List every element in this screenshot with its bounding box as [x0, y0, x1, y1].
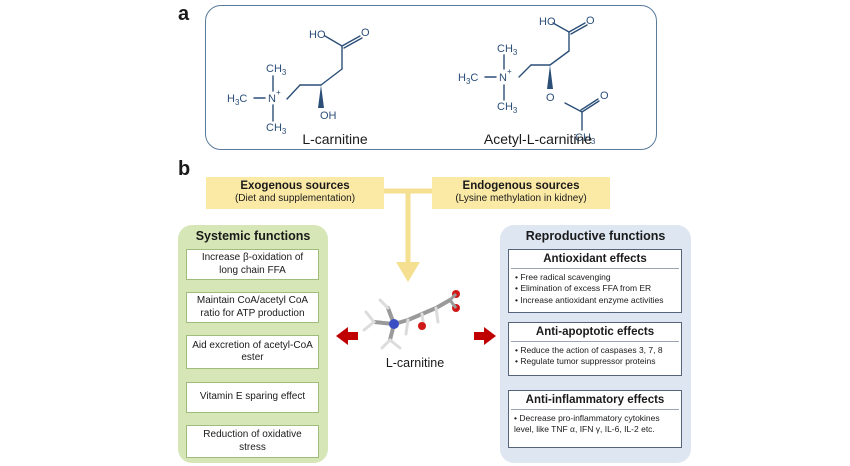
atom-ch3-top-1: CH3	[266, 63, 287, 77]
source-down-arrowhead	[396, 262, 420, 282]
atom-ch3-bottom-2: CH3	[497, 101, 518, 115]
antioxidant-title: Antioxidant effects	[543, 253, 647, 265]
right-red-arrow	[474, 327, 496, 345]
endogenous-subtitle: (Lysine methylation in kidney)	[455, 193, 587, 204]
atom-oh-1: OH	[320, 110, 337, 122]
antiinflammatory-text: • Decrease pro-inflammatory cytokines le…	[514, 413, 660, 435]
antioxidant-item: Free radical scavenging	[515, 272, 677, 283]
systemic-title: Systemic functions	[195, 229, 311, 243]
systemic-item-3: Aid excretion of acetyl-CoA ester	[186, 335, 319, 369]
atom-ho-1: HO	[309, 29, 326, 41]
panel-a-letter: a	[178, 3, 190, 25]
antiapoptotic-item: Reduce the action of caspases 3, 7, 8	[515, 345, 677, 356]
antiinflammatory-box: Anti-inflammatory effects • Decrease pro…	[508, 390, 682, 448]
endogenous-sources-box: Endogenous sources (Lysine methylation i…	[432, 177, 610, 209]
center-l-carnitine-label: L-carnitine	[385, 356, 445, 370]
exogenous-title: Exogenous sources	[240, 180, 350, 192]
reproductive-title: Reproductive functions	[525, 229, 666, 243]
atom-ho-2: HO	[539, 16, 556, 28]
endogenous-title: Endogenous sources	[462, 180, 580, 192]
atom-plus-1: +	[276, 88, 281, 97]
antiapoptotic-title: Anti-apoptotic effects	[535, 326, 655, 338]
atom-ch3-acetyl: CH3	[575, 132, 596, 146]
acetyl-l-carnitine-structure	[484, 22, 600, 131]
atom-h3c-1: H3C	[227, 93, 247, 107]
antiinflammatory-title: Anti-inflammatory effects	[525, 394, 665, 406]
exogenous-sources-box: Exogenous sources (Diet and supplementat…	[206, 177, 384, 209]
atom-h3c-2: H3C	[458, 72, 478, 86]
atom-o-2: O	[586, 15, 595, 27]
left-red-arrow	[336, 327, 358, 345]
l-carnitine-3d-model	[362, 290, 460, 350]
antiapoptotic-box: Anti-apoptotic effects Reduce the action…	[508, 322, 682, 376]
atom-n-2: N	[499, 72, 507, 84]
atom-o-ester: O	[546, 92, 555, 104]
antioxidant-item: Elimination of excess FFA from ER	[515, 283, 677, 294]
l-carnitine-label: L-carnitine	[302, 131, 368, 147]
panel-a-frame	[205, 5, 657, 150]
atom-n-1: N	[268, 93, 276, 105]
structures-svg: HO O OH N + CH3 CH3 H3C HO O N + CH3 CH3…	[227, 15, 609, 146]
antioxidant-box: Antioxidant effects Free radical scaveng…	[508, 249, 682, 313]
nitrogen-atom	[389, 319, 399, 329]
systemic-item-2: Maintain CoA/acetyl CoA ratio for ATP pr…	[186, 292, 319, 323]
antioxidant-item: Increase antioxidant enzyme activities	[515, 295, 677, 306]
atom-ch3-top-2: CH3	[497, 43, 518, 57]
panel-b-letter: b	[178, 158, 191, 180]
atom-o-carbonyl: O	[600, 90, 609, 102]
exogenous-subtitle: (Diet and supplementation)	[234, 193, 356, 204]
hydroxyl-oxygen-atom	[418, 322, 426, 330]
systemic-item-1: Increase β-oxidation of long chain FFA	[186, 249, 319, 280]
atom-o-1: O	[361, 27, 370, 39]
atom-ch3-bottom-1: CH3	[266, 122, 287, 136]
antiapoptotic-item: Regulate tumor suppressor proteins	[515, 356, 677, 367]
atom-plus-2: +	[507, 67, 512, 76]
acetyl-l-carnitine-label: Acetyl-L-carnitine	[483, 131, 593, 147]
systemic-item-4: Vitamin E sparing effect	[186, 382, 319, 413]
systemic-item-5: Reduction of oxidative stress	[186, 425, 319, 458]
l-carnitine-structure	[253, 35, 363, 122]
